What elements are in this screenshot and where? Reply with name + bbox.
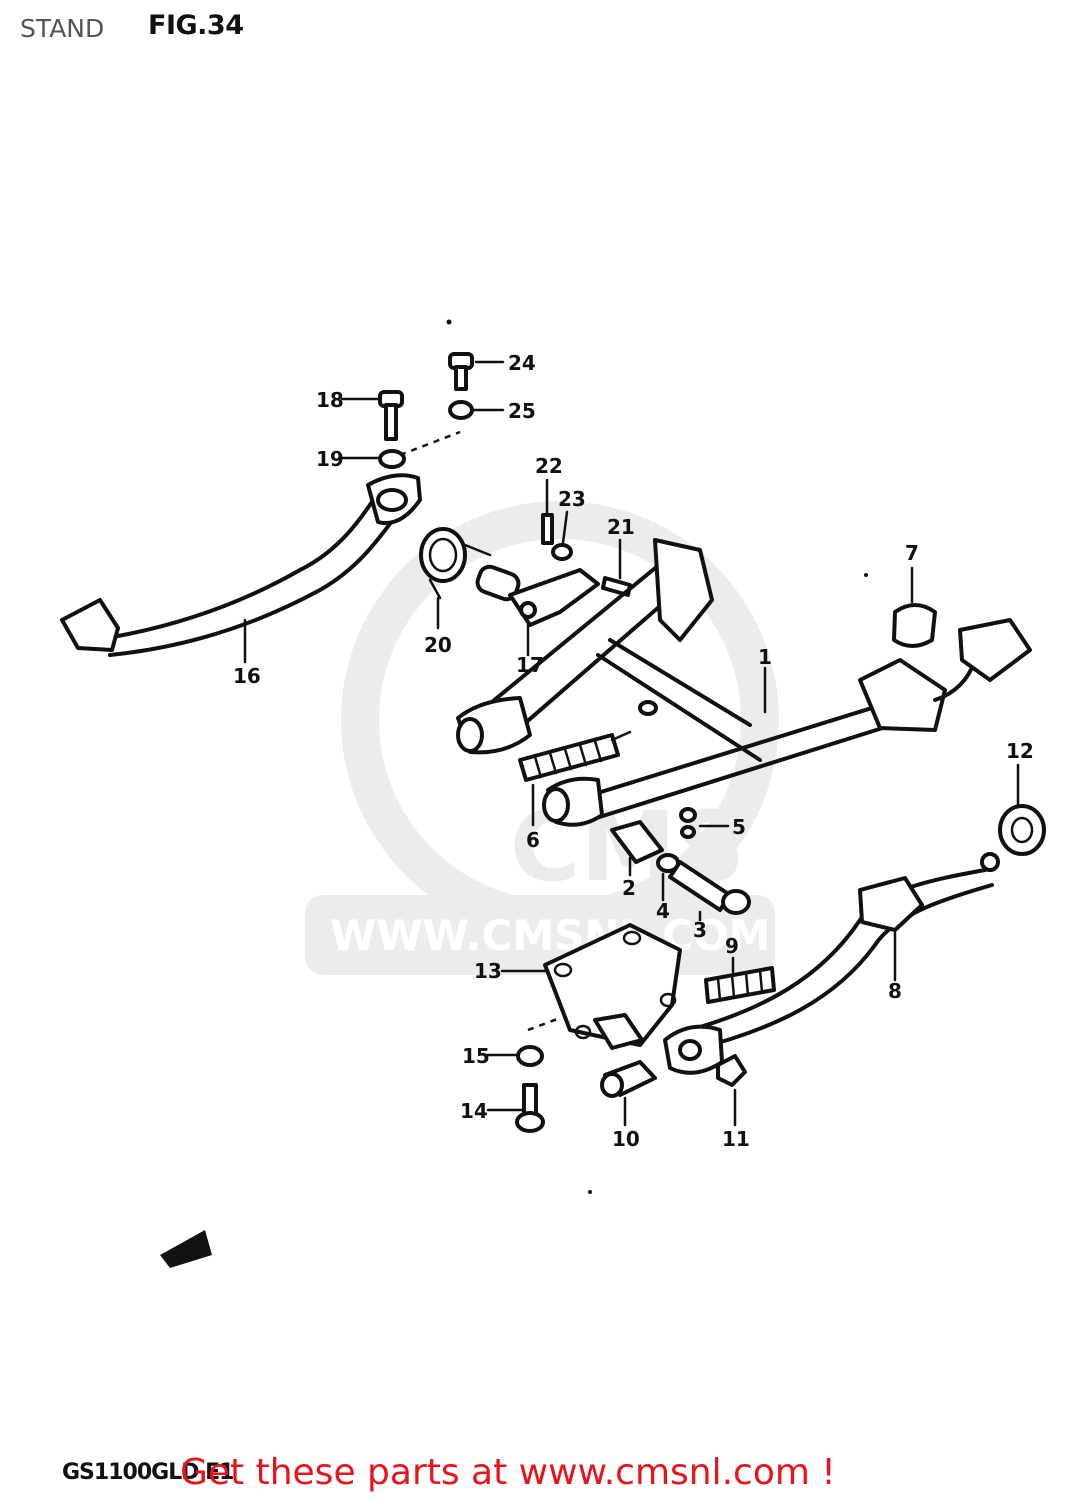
- part-2-collar: [610, 820, 664, 864]
- part-20-spring: [419, 527, 492, 600]
- callout-16: 16: [233, 664, 261, 688]
- callout-1: 1: [758, 645, 772, 669]
- part-8-side-stand: [663, 852, 1000, 1075]
- forward-arrow-icon: [160, 1230, 212, 1268]
- callout-6: 6: [526, 828, 540, 852]
- callout-7: 7: [905, 541, 919, 565]
- callout-labels: 1 2 3 4 5 6 7 8 9 10 11 12 13 14 15 16 1…: [233, 351, 1034, 1151]
- part-21-bolt: [601, 576, 632, 597]
- part-15-nut: [516, 1045, 544, 1067]
- callout-24: 24: [508, 351, 536, 375]
- speck: [588, 1190, 592, 1194]
- part-10-bolt: [600, 1060, 657, 1098]
- callout-2: 2: [622, 876, 636, 900]
- part-7-rubber: [892, 603, 937, 648]
- callout-25: 25: [508, 399, 536, 423]
- callout-15: 15: [462, 1044, 490, 1068]
- part-3-bolt: [668, 860, 751, 915]
- part-1-main-stand: [456, 538, 1032, 827]
- callout-14: 14: [460, 1099, 488, 1123]
- watermark-url: WWW.CMSNL.COM: [330, 911, 771, 960]
- part-11-nut: [716, 1054, 747, 1087]
- callout-3: 3: [693, 918, 707, 942]
- part-16-stand-lever: [60, 473, 422, 657]
- callout-11: 11: [722, 1127, 750, 1151]
- callout-20: 20: [424, 633, 452, 657]
- part-12-stopper: [998, 804, 1046, 856]
- callout-8: 8: [888, 979, 902, 1003]
- callout-23: 23: [558, 487, 586, 511]
- part-9-spring: [704, 966, 776, 1004]
- callout-10: 10: [612, 1127, 640, 1151]
- callout-21: 21: [607, 515, 635, 539]
- part-13-bracket: [543, 923, 682, 1050]
- callout-5: 5: [732, 815, 746, 839]
- callout-19: 19: [316, 447, 344, 471]
- callout-18: 18: [316, 388, 344, 412]
- callout-12: 12: [1006, 739, 1034, 763]
- callout-22: 22: [535, 454, 563, 478]
- callout-17: 17: [516, 653, 544, 677]
- callout-4: 4: [656, 899, 670, 923]
- speck: [864, 573, 868, 577]
- part-6-spring: [518, 730, 632, 782]
- parts-link-banner[interactable]: Get these parts at www.cmsnl.com !: [180, 1452, 836, 1493]
- part-24-bolt: [448, 352, 474, 391]
- figure-number: FIG.34: [148, 10, 244, 41]
- part-22-bolt: [541, 513, 554, 545]
- leader-lines: [243, 360, 1020, 1127]
- part-5-pin: [679, 807, 697, 839]
- callout-13: 13: [474, 959, 502, 983]
- part-14-bolt: [515, 1083, 545, 1133]
- speck: [446, 319, 452, 325]
- callout-9: 9: [725, 934, 739, 958]
- section-title: STAND: [20, 14, 105, 43]
- model-code: GS1100GLD E1: [62, 1460, 234, 1485]
- part-17-bracket: [475, 564, 600, 627]
- part-18-bolt: [378, 390, 404, 441]
- part-23-washer: [551, 543, 573, 561]
- part-19-nut: [378, 449, 406, 469]
- part-25-washer: [448, 400, 474, 420]
